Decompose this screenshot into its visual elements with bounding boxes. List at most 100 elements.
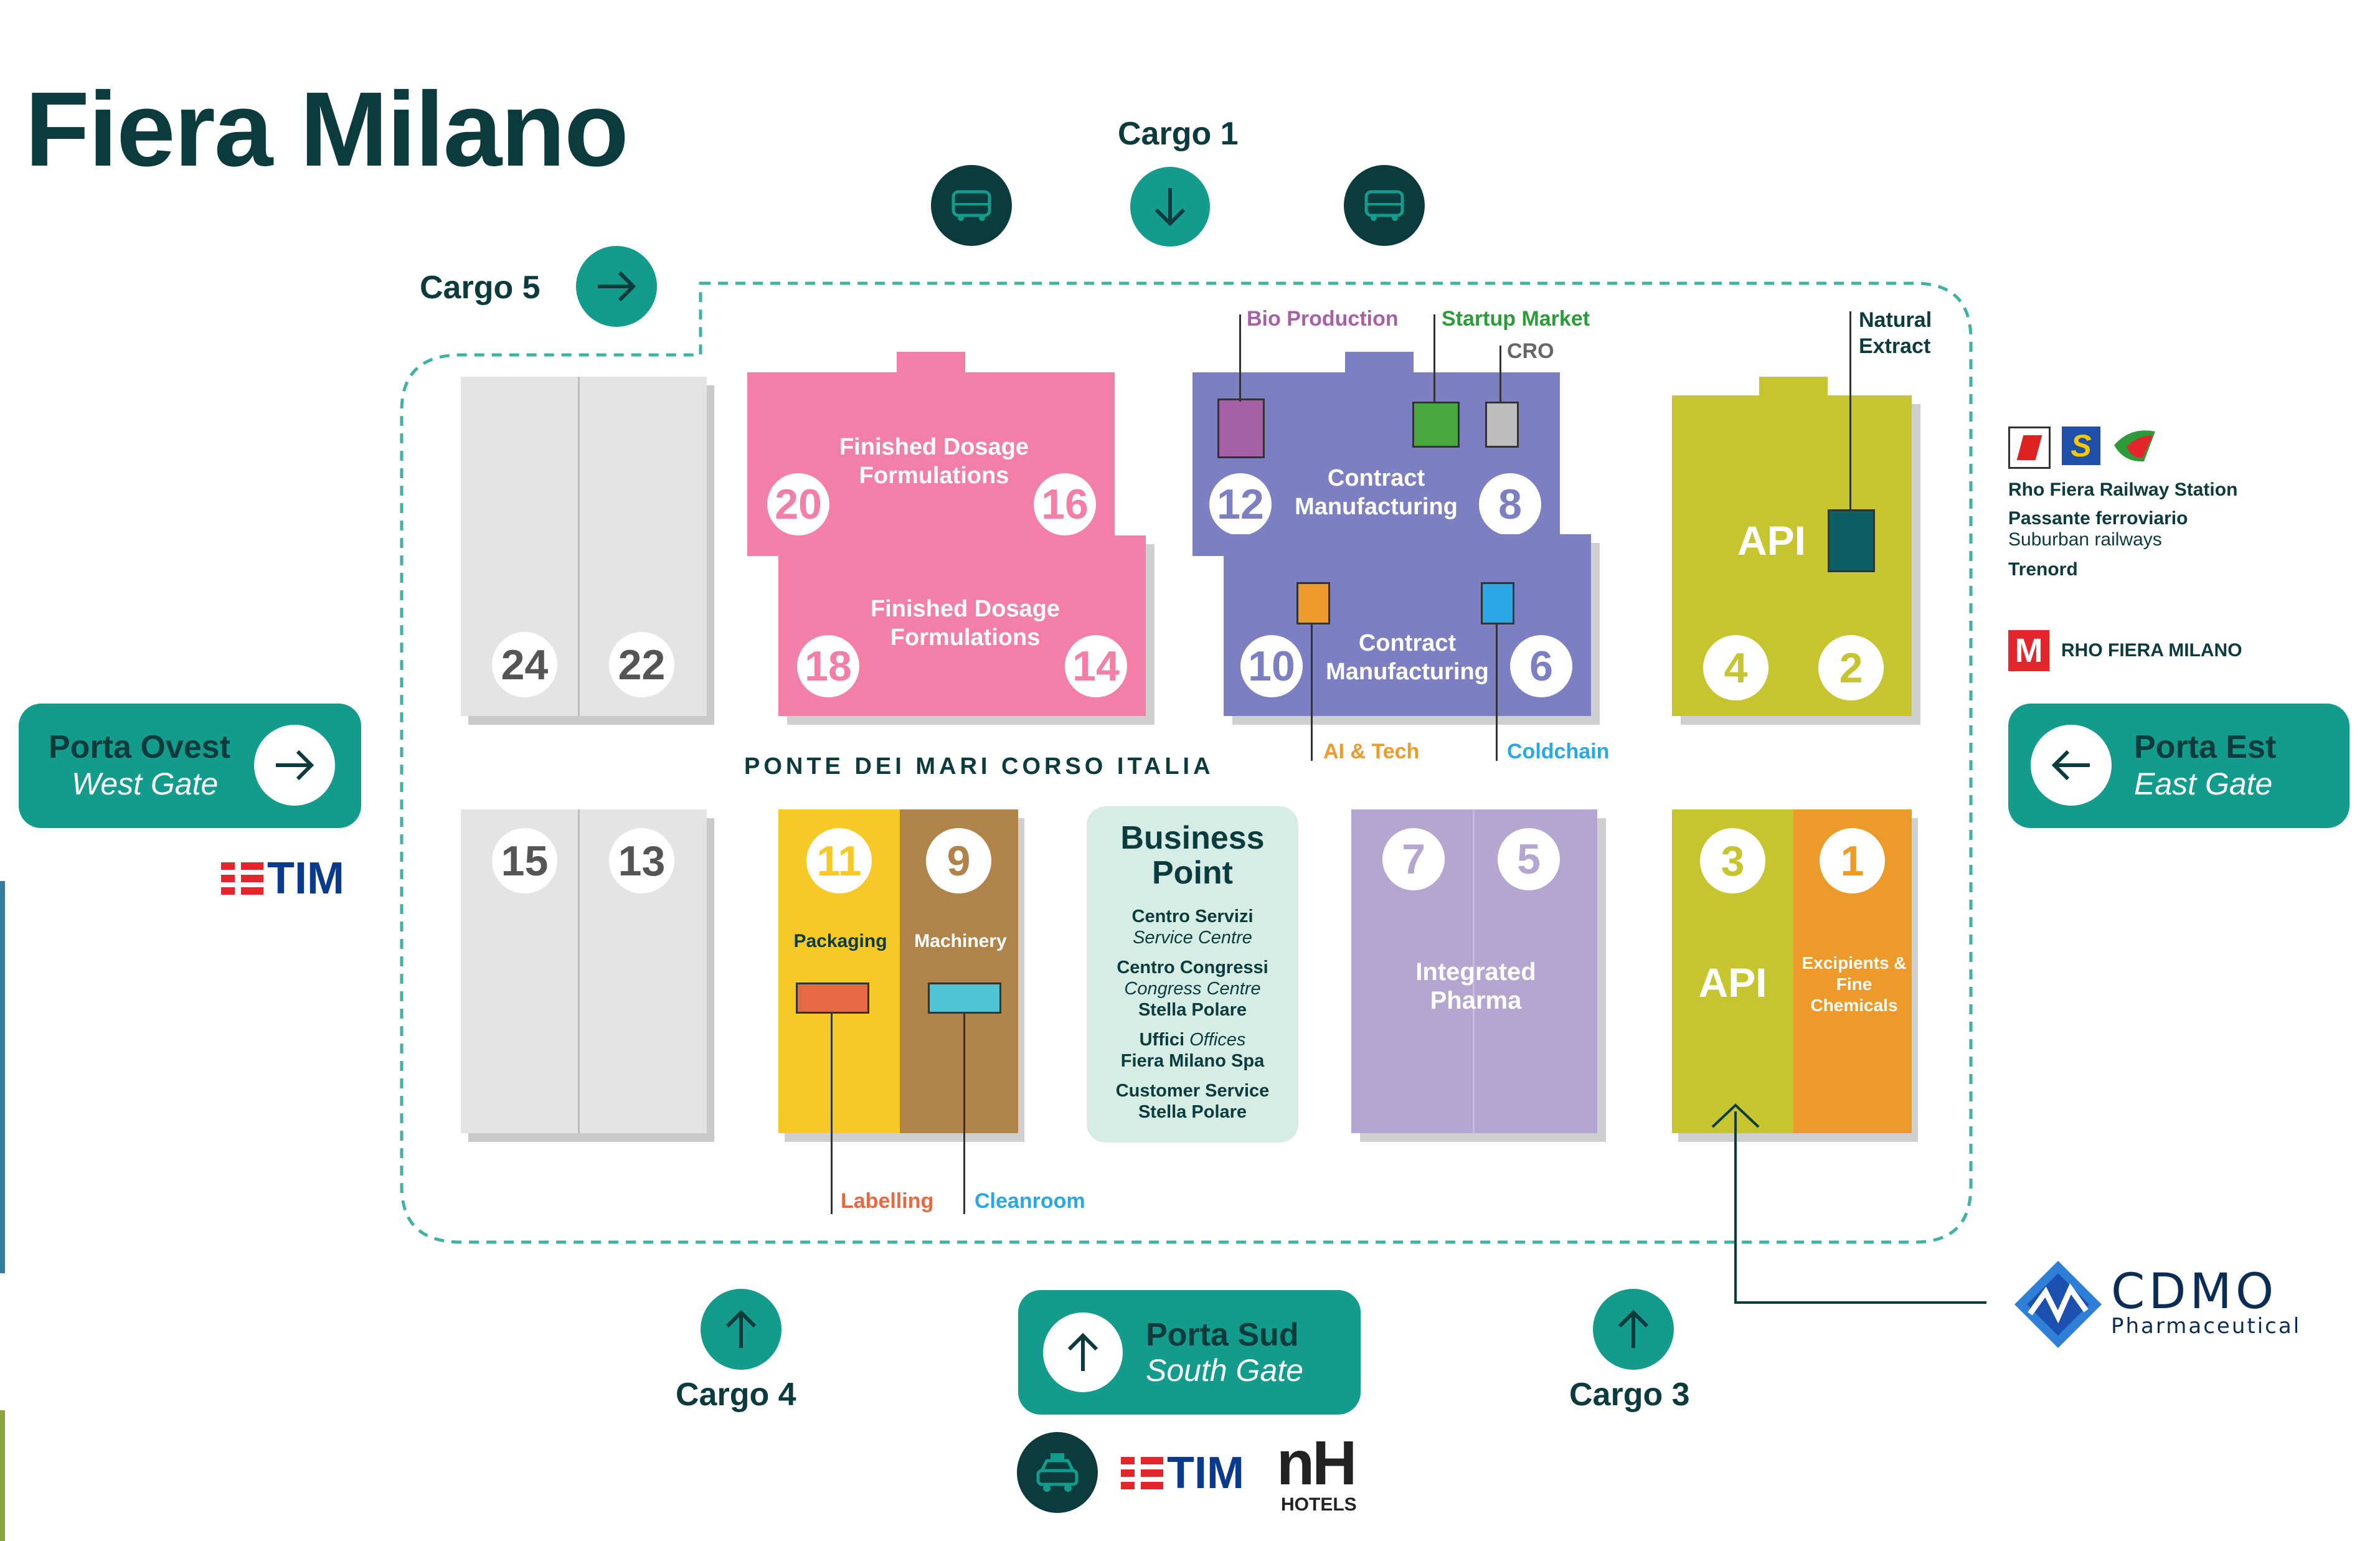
passante-label: Passante ferroviario: [2008, 508, 2188, 529]
stella-polare-label: Stella Polare: [1138, 1000, 1247, 1020]
porta-est-gate[interactable]: Porta Est East Gate: [2008, 704, 2349, 828]
bio-production-marker[interactable]: [1217, 398, 1265, 458]
cargo-4-label: Cargo 4: [676, 1377, 796, 1413]
hall-1-number: 1: [1820, 828, 1885, 893]
customer-service-label: Customer Service: [1115, 1081, 1270, 1101]
offices-label: Uffici: [1139, 1030, 1185, 1050]
ai-tech-marker[interactable]: [1296, 582, 1330, 624]
cro-marker[interactable]: [1485, 402, 1519, 448]
api-label-top: API: [1737, 517, 1806, 563]
nh-hotels-sub: HOTELS: [1281, 1494, 1357, 1515]
cargo-5-arrow-right-icon: [576, 246, 657, 327]
startup-market-marker[interactable]: [1412, 402, 1460, 448]
cargo-1-arrow-down-icon: [1130, 167, 1210, 247]
suburban-s-icon: S: [2062, 426, 2100, 465]
natural-extract-marker[interactable]: [1828, 509, 1875, 572]
bus-icon: [1344, 165, 1425, 246]
metro-station-label: RHO FIERA MILANO: [2061, 640, 2242, 661]
tim-logo: TIM: [221, 853, 344, 904]
porta-ovest-gate[interactable]: Porta Ovest West Gate: [19, 704, 361, 828]
ai-tech-tag: AI & Tech: [1323, 740, 1420, 763]
labelling-tag: Labelling: [841, 1189, 934, 1213]
arrow-right-icon: [254, 725, 335, 806]
service-centre-en: Service Centre: [1133, 928, 1252, 948]
natural-extract-tag: Natural Extract: [1859, 308, 1932, 358]
callout-line: [1311, 623, 1313, 761]
startup-market-tag: Startup Market: [1442, 307, 1590, 331]
labelling-marker[interactable]: [796, 983, 869, 1014]
cro-tag: CRO: [1507, 339, 1554, 363]
callout-line: [1433, 314, 1435, 402]
fdf-label-bottom: Finished Dosage Formulations: [870, 596, 1060, 651]
cdmo-logo: [2011, 1258, 2105, 1354]
bio-production-tag: Bio Production: [1247, 307, 1399, 331]
cdmo-subtext: Pharmaceutical: [2111, 1314, 2302, 1339]
cargo-3-label: Cargo 3: [1569, 1377, 1690, 1413]
hall-20-number: 20: [767, 473, 829, 535]
cargo-3-arrow-up-icon: [1593, 1289, 1674, 1370]
railway-logos: S: [2008, 426, 2158, 469]
callout-line: [963, 1012, 965, 1214]
callout-line: [1496, 623, 1498, 761]
cargo-1-label: Cargo 1: [1118, 116, 1239, 152]
hall-14-number: 14: [1065, 635, 1127, 697]
callout-line: [1849, 311, 1851, 511]
business-point-details: Centro Servizi Service Centre Centro Con…: [1087, 906, 1298, 1123]
hall-6-number: 6: [1510, 635, 1572, 697]
hall-divider: [578, 809, 580, 1133]
business-point-title: Business Point: [1120, 820, 1265, 891]
callout-line: [1239, 314, 1241, 402]
cleanroom-tag: Cleanroom: [975, 1189, 1085, 1213]
left-edge-bar: [0, 881, 5, 1273]
integrated-pharma-label: Integrated Pharma: [1415, 958, 1536, 1014]
hall-10-number: 10: [1240, 635, 1303, 697]
hall-11-number: 11: [806, 828, 872, 893]
hall-16-number: 16: [1034, 473, 1096, 535]
cm-label-bottom: Contract Manufacturing: [1326, 630, 1489, 685]
nh-hotels-logo: nH: [1277, 1428, 1357, 1498]
metro-icon: M: [2008, 630, 2049, 671]
hall-tab: [1345, 352, 1414, 377]
callout-line: [1499, 346, 1501, 402]
bus-icon: [931, 165, 1012, 246]
hall-18-number: 18: [797, 635, 859, 697]
trenord-icon: [2112, 426, 2158, 465]
coldchain-tag: Coldchain: [1507, 740, 1610, 763]
hall-divider: [1473, 809, 1475, 1133]
packaging-label: Packaging: [793, 931, 887, 951]
hall-3-number: 3: [1700, 828, 1765, 893]
business-point[interactable]: [1087, 806, 1298, 1143]
hall-divider: [578, 377, 580, 716]
fdf-label-top: Finished Dosage Formulations: [839, 434, 1029, 489]
south-gate-label: South Gate: [1146, 1353, 1303, 1388]
api-label-bottom: API: [1698, 959, 1767, 1006]
congress-centre-label: Centro Congressi: [1117, 958, 1268, 978]
taxi-icon: [1017, 1432, 1098, 1513]
ponte-dei-mari-label: PONTE DEI MARI CORSO ITALIA: [744, 753, 1214, 780]
hall-8-number: 8: [1479, 473, 1541, 535]
railway-station-label: Rho Fiera Railway Station: [2008, 479, 2238, 500]
hall-2-number: 2: [1818, 635, 1884, 700]
suburban-label: Suburban railways: [2008, 529, 2162, 550]
hall-tab: [1759, 377, 1828, 402]
offices-en: Offices: [1189, 1030, 1246, 1050]
porta-est-label: Porta Est: [2134, 729, 2277, 765]
stella-polare-label-2: Stella Polare: [1138, 1102, 1247, 1122]
porta-ovest-label: Porta Ovest: [49, 729, 230, 765]
coldchain-marker[interactable]: [1481, 582, 1514, 624]
arrow-left-icon: [2031, 725, 2112, 806]
hall-24-number: 24: [492, 632, 557, 697]
hall-tab: [897, 352, 965, 377]
arrow-up-icon: [1043, 1312, 1123, 1392]
page-title: Fiera Milano: [25, 70, 629, 189]
hall-13-number: 13: [609, 828, 674, 893]
cargo-5-label: Cargo 5: [420, 270, 541, 306]
cdmo-text: CDMO: [2111, 1264, 2278, 1320]
cargo-4-arrow-up-icon: [701, 1289, 782, 1370]
hall-7-number: 7: [1382, 828, 1445, 890]
hall-15-number: 15: [492, 828, 557, 893]
excipients-label: Excipients & Fine Chemicals: [1802, 953, 1907, 1015]
porta-sud-gate[interactable]: Porta Sud South Gate: [1018, 1290, 1361, 1415]
